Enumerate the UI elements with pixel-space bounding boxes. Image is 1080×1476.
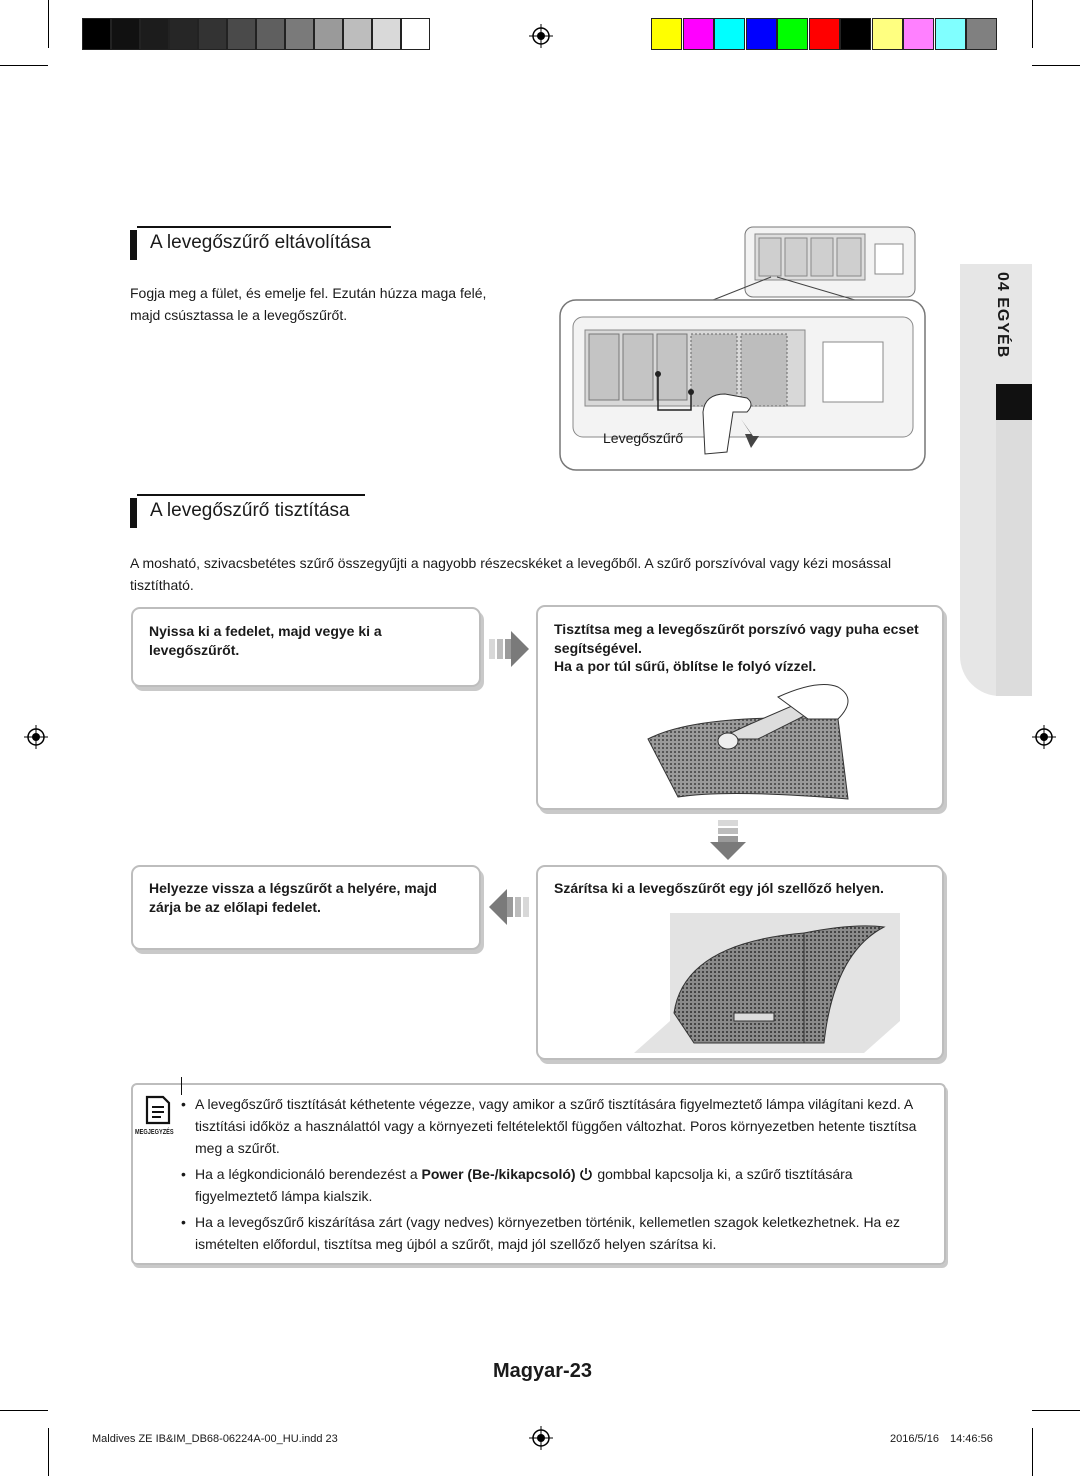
crop-mark (0, 1410, 48, 1411)
color-swatch (903, 18, 934, 50)
gray-swatch (82, 18, 111, 50)
color-swatch (808, 18, 840, 50)
heading-rule (137, 494, 365, 496)
gray-swatch (372, 18, 401, 50)
footer-date: 2016/5/16 (890, 1433, 939, 1445)
note-icon (145, 1095, 171, 1125)
gray-swatch (256, 18, 285, 50)
note-item-text: Ha a légkondicionáló berendezést a (195, 1166, 422, 1182)
step-box: Helyezze vissza a légszűrőt a helyére, m… (131, 865, 481, 950)
filter-removal-illustration (559, 226, 926, 471)
power-icon (580, 1168, 593, 1181)
gray-swatch (343, 18, 372, 50)
drying-filter-illustration (634, 913, 900, 1053)
registration-mark-icon (24, 725, 48, 749)
note-box: MEGJEGYZÉS A levegőszűrő tisztítását két… (131, 1077, 946, 1265)
color-swatch (934, 18, 966, 50)
gray-swatch (285, 18, 314, 50)
color-swatch (966, 18, 997, 50)
gray-swatch (314, 18, 343, 50)
crop-mark (1032, 65, 1080, 66)
gray-swatch (111, 18, 140, 50)
gray-swatch (140, 18, 169, 50)
note-item: Ha a levegőszűrő kiszárítása zárt (vagy … (181, 1211, 935, 1255)
crop-mark (48, 1428, 49, 1476)
section-title: A levegőszűrő tisztítása (150, 500, 350, 521)
registration-mark-icon (1032, 725, 1056, 749)
color-swatch (871, 18, 903, 50)
footer-time: 14:46:56 (950, 1433, 993, 1445)
heading-rule (137, 226, 391, 228)
gray-swatch (169, 18, 198, 50)
step-text: Tisztítsa meg a levegőszűrőt porszívó va… (554, 621, 919, 656)
page-number: Magyar-23 (493, 1360, 592, 1382)
color-swatch (745, 18, 777, 50)
gray-swatch (227, 18, 256, 50)
color-swatch (777, 18, 808, 50)
note-divider (181, 1077, 182, 1095)
color-swatch (840, 18, 871, 50)
registration-mark-icon (529, 24, 553, 48)
crop-mark (48, 0, 49, 48)
vacuum-cleaning-illustration (647, 684, 849, 800)
chapter-tab-strip (996, 384, 1032, 696)
gray-swatch (198, 18, 227, 50)
note-icon-label: MEGJEGYZÉS (135, 1129, 174, 1136)
footer-file: Maldives ZE IB&IM_DB68-06224A-00_HU.indd… (92, 1433, 338, 1445)
chapter-tab-label: 04 EGYÉB (994, 272, 1011, 359)
crop-mark (0, 65, 48, 66)
step-text: Ha a por túl sűrű, öblítse le folyó vízz… (554, 658, 817, 674)
step-box: Szárítsa ki a levegőszűrőt egy jól szell… (536, 865, 944, 1060)
section-intro: A mosható, szivacsbetétes szűrő összegyű… (130, 555, 892, 593)
registration-mark-icon (529, 1426, 553, 1450)
color-swatch (651, 18, 682, 50)
note-item: Ha a légkondicionáló berendezést a Power… (181, 1163, 935, 1207)
crop-mark (1032, 0, 1033, 48)
arrow-left-icon (489, 889, 529, 925)
section-text: Fogja meg a fület, és emelje fel. Ezután… (130, 285, 487, 323)
color-swatch (682, 18, 714, 50)
crop-mark (1032, 1410, 1080, 1411)
note-item-text: gombbal kapcsolja ki, a szűrő tisztításá… (195, 1166, 853, 1204)
gray-swatch (401, 18, 430, 50)
arrow-down-icon (710, 820, 746, 860)
note-item: A levegőszűrő tisztítását kéthetente vég… (181, 1093, 935, 1159)
heading-marker (130, 498, 137, 528)
heading-marker (130, 230, 137, 260)
crop-mark (1032, 1428, 1033, 1476)
step-text: Szárítsa ki a levegőszűrőt egy jól szell… (554, 880, 884, 896)
step-box: Nyissa ki a fedelet, majd vegye ki a lev… (131, 607, 481, 687)
power-button-label: Power (Be-/kikapcsoló) (421, 1166, 576, 1182)
step-text: Nyissa ki a fedelet, majd vegye ki a lev… (149, 623, 382, 658)
step-box: Tisztítsa meg a levegőszűrőt porszívó va… (536, 605, 944, 810)
figure-label: Levegőszűrő (603, 430, 684, 446)
note-list: A levegőszűrő tisztítását kéthetente vég… (181, 1093, 935, 1259)
color-swatch (714, 18, 745, 50)
section-title: A levegőszűrő eltávolítása (150, 232, 371, 253)
arrow-right-icon (489, 631, 529, 667)
step-text: Helyezze vissza a légszűrőt a helyére, m… (149, 880, 437, 915)
chapter-tab-marker (996, 384, 1032, 420)
